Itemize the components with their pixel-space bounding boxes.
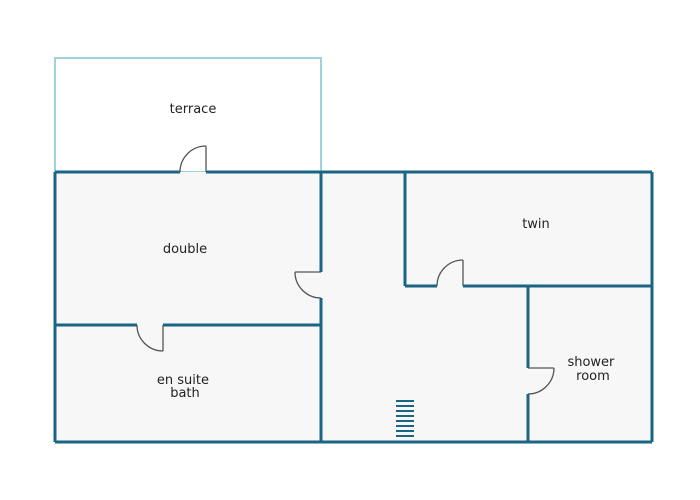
room-label-shower: shower room [567,355,618,384]
room-label-double: double [163,242,207,257]
door-swing-icon [527,367,555,395]
room-label-shower-line2: room [576,369,610,384]
room-label-en-suite: en suite bath [157,373,213,401]
door-swing-icon [136,324,164,352]
room-label-en-suite-line1: en suite [157,373,209,388]
stairs-icon [396,400,414,437]
room-label-en-suite-line2: bath [170,386,200,401]
doors [136,145,555,395]
door-swing-icon [436,259,464,287]
room-label-shower-line1: shower [567,355,615,370]
room-label-terrace: terrace [170,102,217,117]
door-swing-icon [179,145,207,173]
door-swing-icon [294,271,322,299]
interior-floor [55,172,652,442]
walls [53,170,654,444]
room-label-twin: twin [522,217,550,232]
